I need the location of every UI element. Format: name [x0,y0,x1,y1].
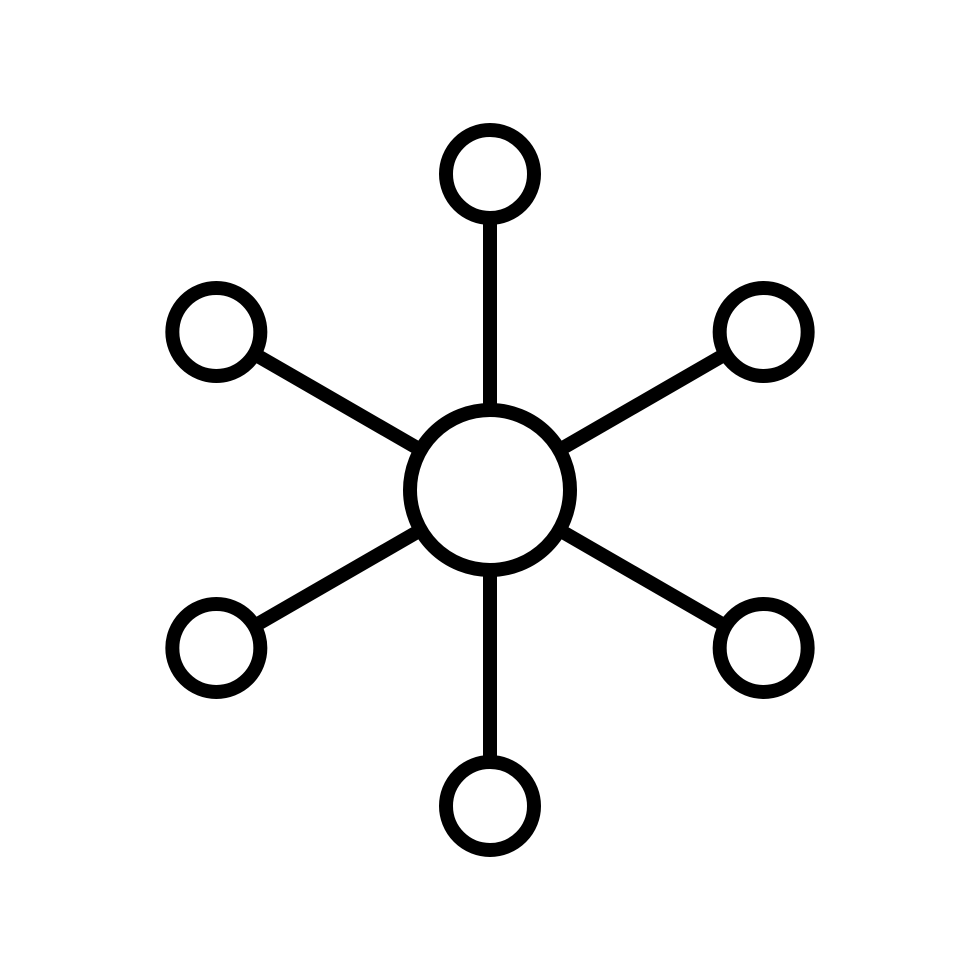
satellite-node-bottom [439,755,541,857]
satellite-node-lower-left [165,597,268,699]
connection-line-upper-left [250,347,425,457]
connection-line-lower-left [250,523,425,633]
hub-node [403,403,577,577]
connection-line-upper-right [555,347,730,457]
nodes-group [165,123,815,857]
satellite-node-upper-left [165,281,268,383]
satellite-node-lower-right [712,597,815,699]
connection-line-lower-right [555,523,730,633]
connection-lines [250,218,730,762]
satellite-node-top [439,123,541,225]
satellite-node-upper-right [712,281,815,383]
